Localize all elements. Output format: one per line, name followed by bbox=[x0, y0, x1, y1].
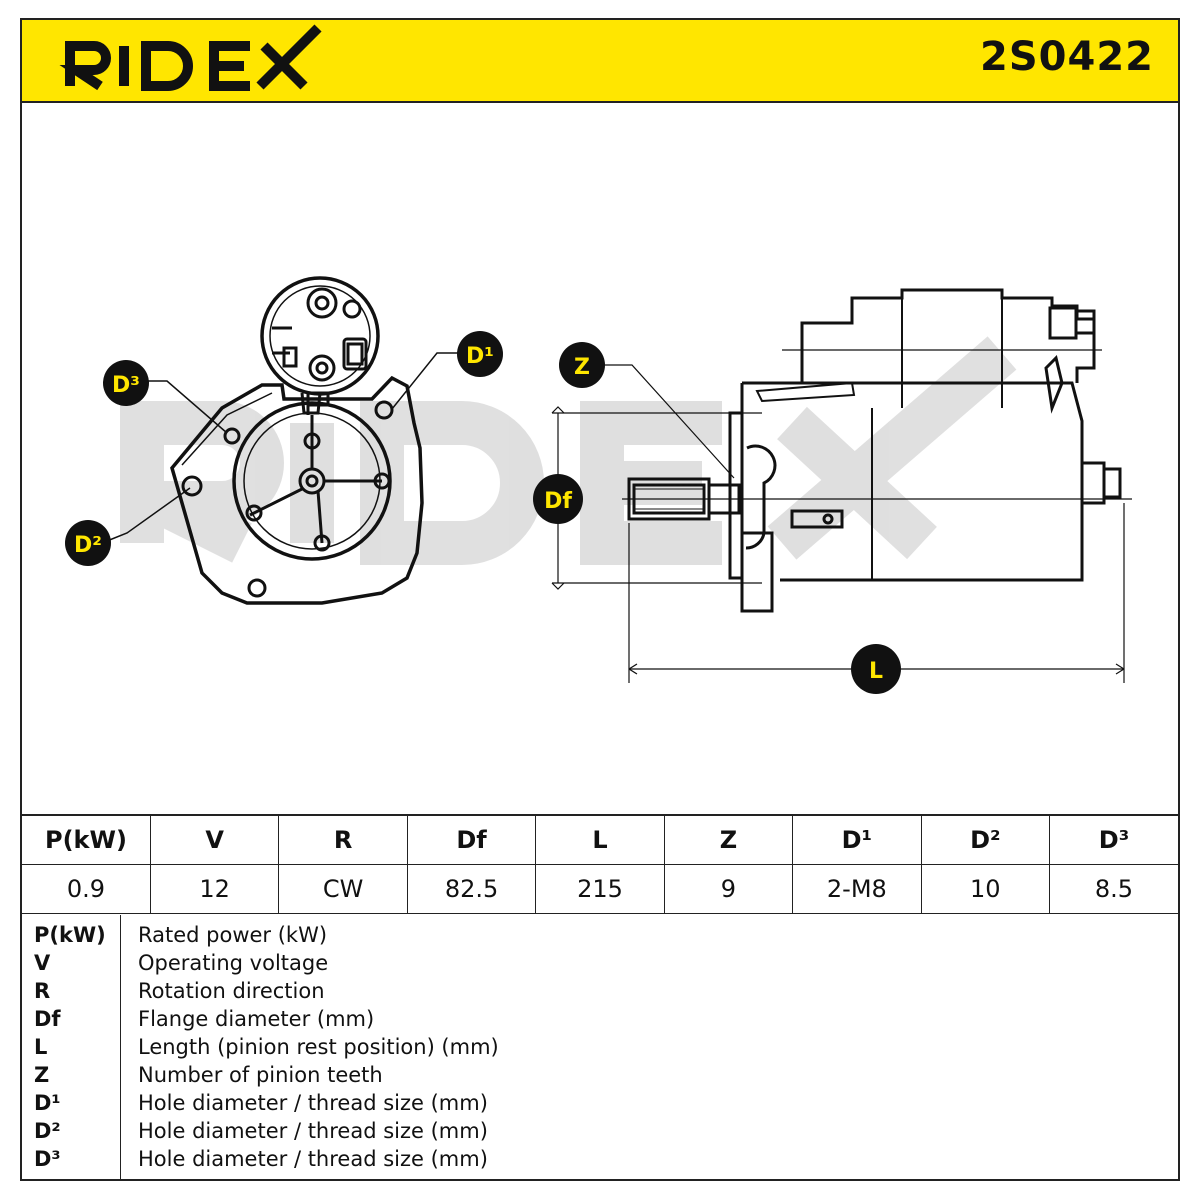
spec-value-cell: 9 bbox=[663, 864, 794, 914]
spec-value-cell: 8.5 bbox=[1049, 864, 1178, 914]
legend-divider bbox=[120, 915, 121, 1181]
spec-value-row: 0.9 12 CW 82.5 215 9 2-M8 10 8.5 bbox=[22, 864, 1178, 914]
spec-value-cell: 2-M8 bbox=[792, 864, 922, 914]
legend-row: D¹ Hole diameter / thread size (mm) bbox=[22, 1089, 1178, 1117]
legend-key: V bbox=[34, 951, 51, 975]
spec-value-cell: 82.5 bbox=[406, 864, 537, 914]
part-number: 2S0422 bbox=[980, 34, 1154, 80]
legend-key: R bbox=[34, 979, 51, 1003]
legend-desc: Rotation direction bbox=[138, 979, 325, 1003]
spec-value-cell: 12 bbox=[149, 864, 280, 914]
spec-header-cell: Df bbox=[406, 814, 537, 865]
legend-key: P(kW) bbox=[34, 923, 106, 947]
legend-desc: Hole diameter / thread size (mm) bbox=[138, 1119, 488, 1143]
legend-row: D² Hole diameter / thread size (mm) bbox=[22, 1117, 1178, 1145]
badge-z: Z bbox=[559, 342, 605, 388]
legend-key: Z bbox=[34, 1063, 50, 1087]
legend-desc: Hole diameter / thread size (mm) bbox=[138, 1147, 488, 1171]
legend-row: P(kW) Rated power (kW) bbox=[22, 921, 1178, 949]
front-view bbox=[170, 276, 424, 605]
legend-row: Z Number of pinion teeth bbox=[22, 1061, 1178, 1089]
legend-key: D¹ bbox=[34, 1091, 61, 1115]
legend-key: Df bbox=[34, 1007, 61, 1031]
legend-desc: Flange diameter (mm) bbox=[138, 1007, 375, 1031]
spec-header-cell: R bbox=[278, 814, 408, 865]
legend-desc: Rated power (kW) bbox=[138, 923, 328, 947]
legend-row: L Length (pinion rest position) (mm) bbox=[22, 1033, 1178, 1061]
spec-value-cell: 10 bbox=[920, 864, 1051, 914]
spec-header-cell: D³ bbox=[1049, 814, 1178, 865]
technical-drawing: D³ D² D¹ Z Df bbox=[22, 103, 1178, 813]
spec-header-cell: P(kW) bbox=[22, 814, 151, 865]
legend-row: Df Flange diameter (mm) bbox=[22, 1005, 1178, 1033]
spec-header-cell: V bbox=[149, 814, 280, 865]
legend-desc: Length (pinion rest position) (mm) bbox=[138, 1035, 499, 1059]
spec-header-cell: Z bbox=[663, 814, 794, 865]
badge-d3: D³ bbox=[103, 360, 149, 406]
svg-text:L: L bbox=[869, 659, 883, 684]
label-badges: D³ D² D¹ Z Df bbox=[65, 331, 901, 694]
legend: P(kW) Rated power (kW) V Operating volta… bbox=[22, 915, 1178, 1181]
badge-df: Df bbox=[533, 474, 583, 524]
datasheet-frame: 2S0422 bbox=[20, 18, 1180, 1181]
legend-desc: Operating voltage bbox=[138, 951, 329, 975]
brand-logo bbox=[42, 24, 332, 100]
spec-header-cell: D² bbox=[920, 814, 1051, 865]
svg-text:D²: D² bbox=[74, 533, 102, 558]
legend-desc: Number of pinion teeth bbox=[138, 1063, 383, 1087]
legend-row: R Rotation direction bbox=[22, 977, 1178, 1005]
legend-key: L bbox=[34, 1035, 48, 1059]
spec-value-cell: CW bbox=[278, 864, 408, 914]
spec-value-cell: 0.9 bbox=[22, 864, 151, 914]
header-bar: 2S0422 bbox=[22, 20, 1178, 103]
spec-value-cell: 215 bbox=[535, 864, 665, 914]
legend-desc: Hole diameter / thread size (mm) bbox=[138, 1091, 488, 1115]
svg-text:Z: Z bbox=[574, 355, 590, 380]
legend-key: D³ bbox=[34, 1147, 61, 1171]
svg-text:D³: D³ bbox=[112, 373, 140, 398]
svg-text:D¹: D¹ bbox=[466, 344, 494, 369]
badge-d1: D¹ bbox=[457, 331, 503, 377]
badge-d2: D² bbox=[65, 520, 111, 566]
legend-key: D² bbox=[34, 1119, 61, 1143]
svg-text:Df: Df bbox=[544, 489, 572, 514]
badge-l: L bbox=[851, 644, 901, 694]
spec-header-row: P(kW) V R Df L Z D¹ D² D³ bbox=[22, 814, 1178, 865]
legend-row: V Operating voltage bbox=[22, 949, 1178, 977]
spec-table: P(kW) V R Df L Z D¹ D² D³ 0.9 12 CW 82.5… bbox=[22, 814, 1178, 914]
side-view bbox=[627, 288, 1122, 613]
spec-header-cell: D¹ bbox=[792, 814, 922, 865]
spec-header-cell: L bbox=[535, 814, 665, 865]
legend-row: D³ Hole diameter / thread size (mm) bbox=[22, 1145, 1178, 1173]
